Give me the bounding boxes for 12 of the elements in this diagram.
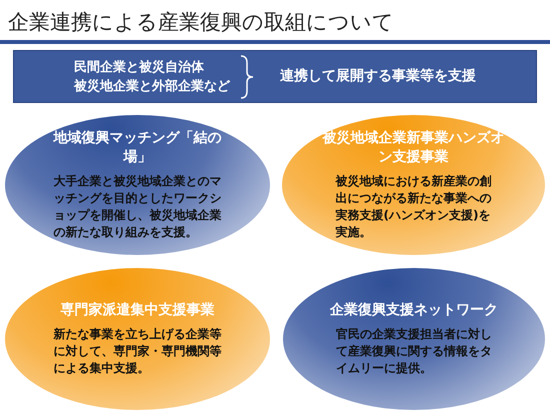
oval-heading: 専門家派遣集中支援事業	[60, 301, 214, 320]
oval-text: 官民の企業支援担当者に対して産業復興に関する情報をタイムリーに提供。	[336, 326, 492, 377]
page-title: 企業連携による産業復興の取組について	[8, 9, 394, 36]
oval-text: 新たな事業を立ち上げる企業等に対して、専門家・専門機関等による集中支援。	[54, 326, 222, 377]
oval-heading: 企業復興支援ネットワーク	[330, 301, 498, 320]
oval-heading: 地域復興マッチング「結の場」	[52, 129, 222, 167]
banner-text: 民間企業と被災自治体	[74, 58, 205, 76]
oval-text: 大手企業と被災地域企業とのマッチングを目的としたワークショップを開催し、被災地域企業の新たな取り組みを支援。	[54, 173, 222, 241]
banner-text: 被災地企業と外部企業など	[74, 78, 230, 96]
banner-text: 連携して展開する事業等を支援	[280, 67, 476, 86]
banner-box	[13, 50, 537, 103]
oval-text: 被災地域における新産業の創出につながる新たな事業への実務支援(ハンズオン支援)を実施。	[336, 173, 492, 241]
